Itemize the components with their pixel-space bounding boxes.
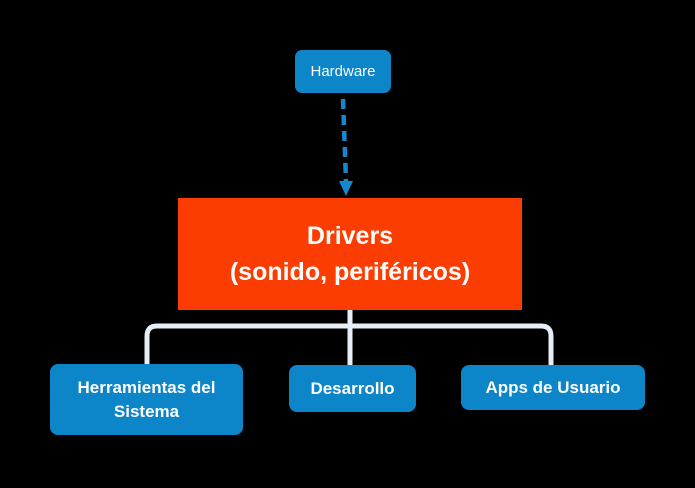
- node-drivers-label-line2: (sonido, periféricos): [229, 258, 471, 286]
- node-development: Desarrollo: [289, 365, 416, 412]
- node-drivers-label-line1: Drivers: [306, 222, 394, 250]
- node-system-tools-label-line1: Herramientas del: [77, 377, 216, 397]
- node-system-tools-label-line2: Sistema: [113, 401, 180, 421]
- node-system-tools: Herramientas del Sistema: [50, 364, 243, 435]
- node-hardware: Hardware: [295, 50, 391, 93]
- connector-drivers-to-children: [144, 310, 554, 366]
- node-hardware-label: Hardware: [310, 63, 376, 80]
- arrowhead-icon: [339, 181, 353, 196]
- node-user-apps: Apps de Usuario: [461, 365, 645, 410]
- node-drivers: Drivers (sonido, periféricos): [178, 198, 522, 310]
- node-user-apps-label: Apps de Usuario: [485, 377, 621, 397]
- arrow-hardware-to-drivers: [339, 98, 353, 196]
- node-development-label: Desarrollo: [310, 378, 395, 398]
